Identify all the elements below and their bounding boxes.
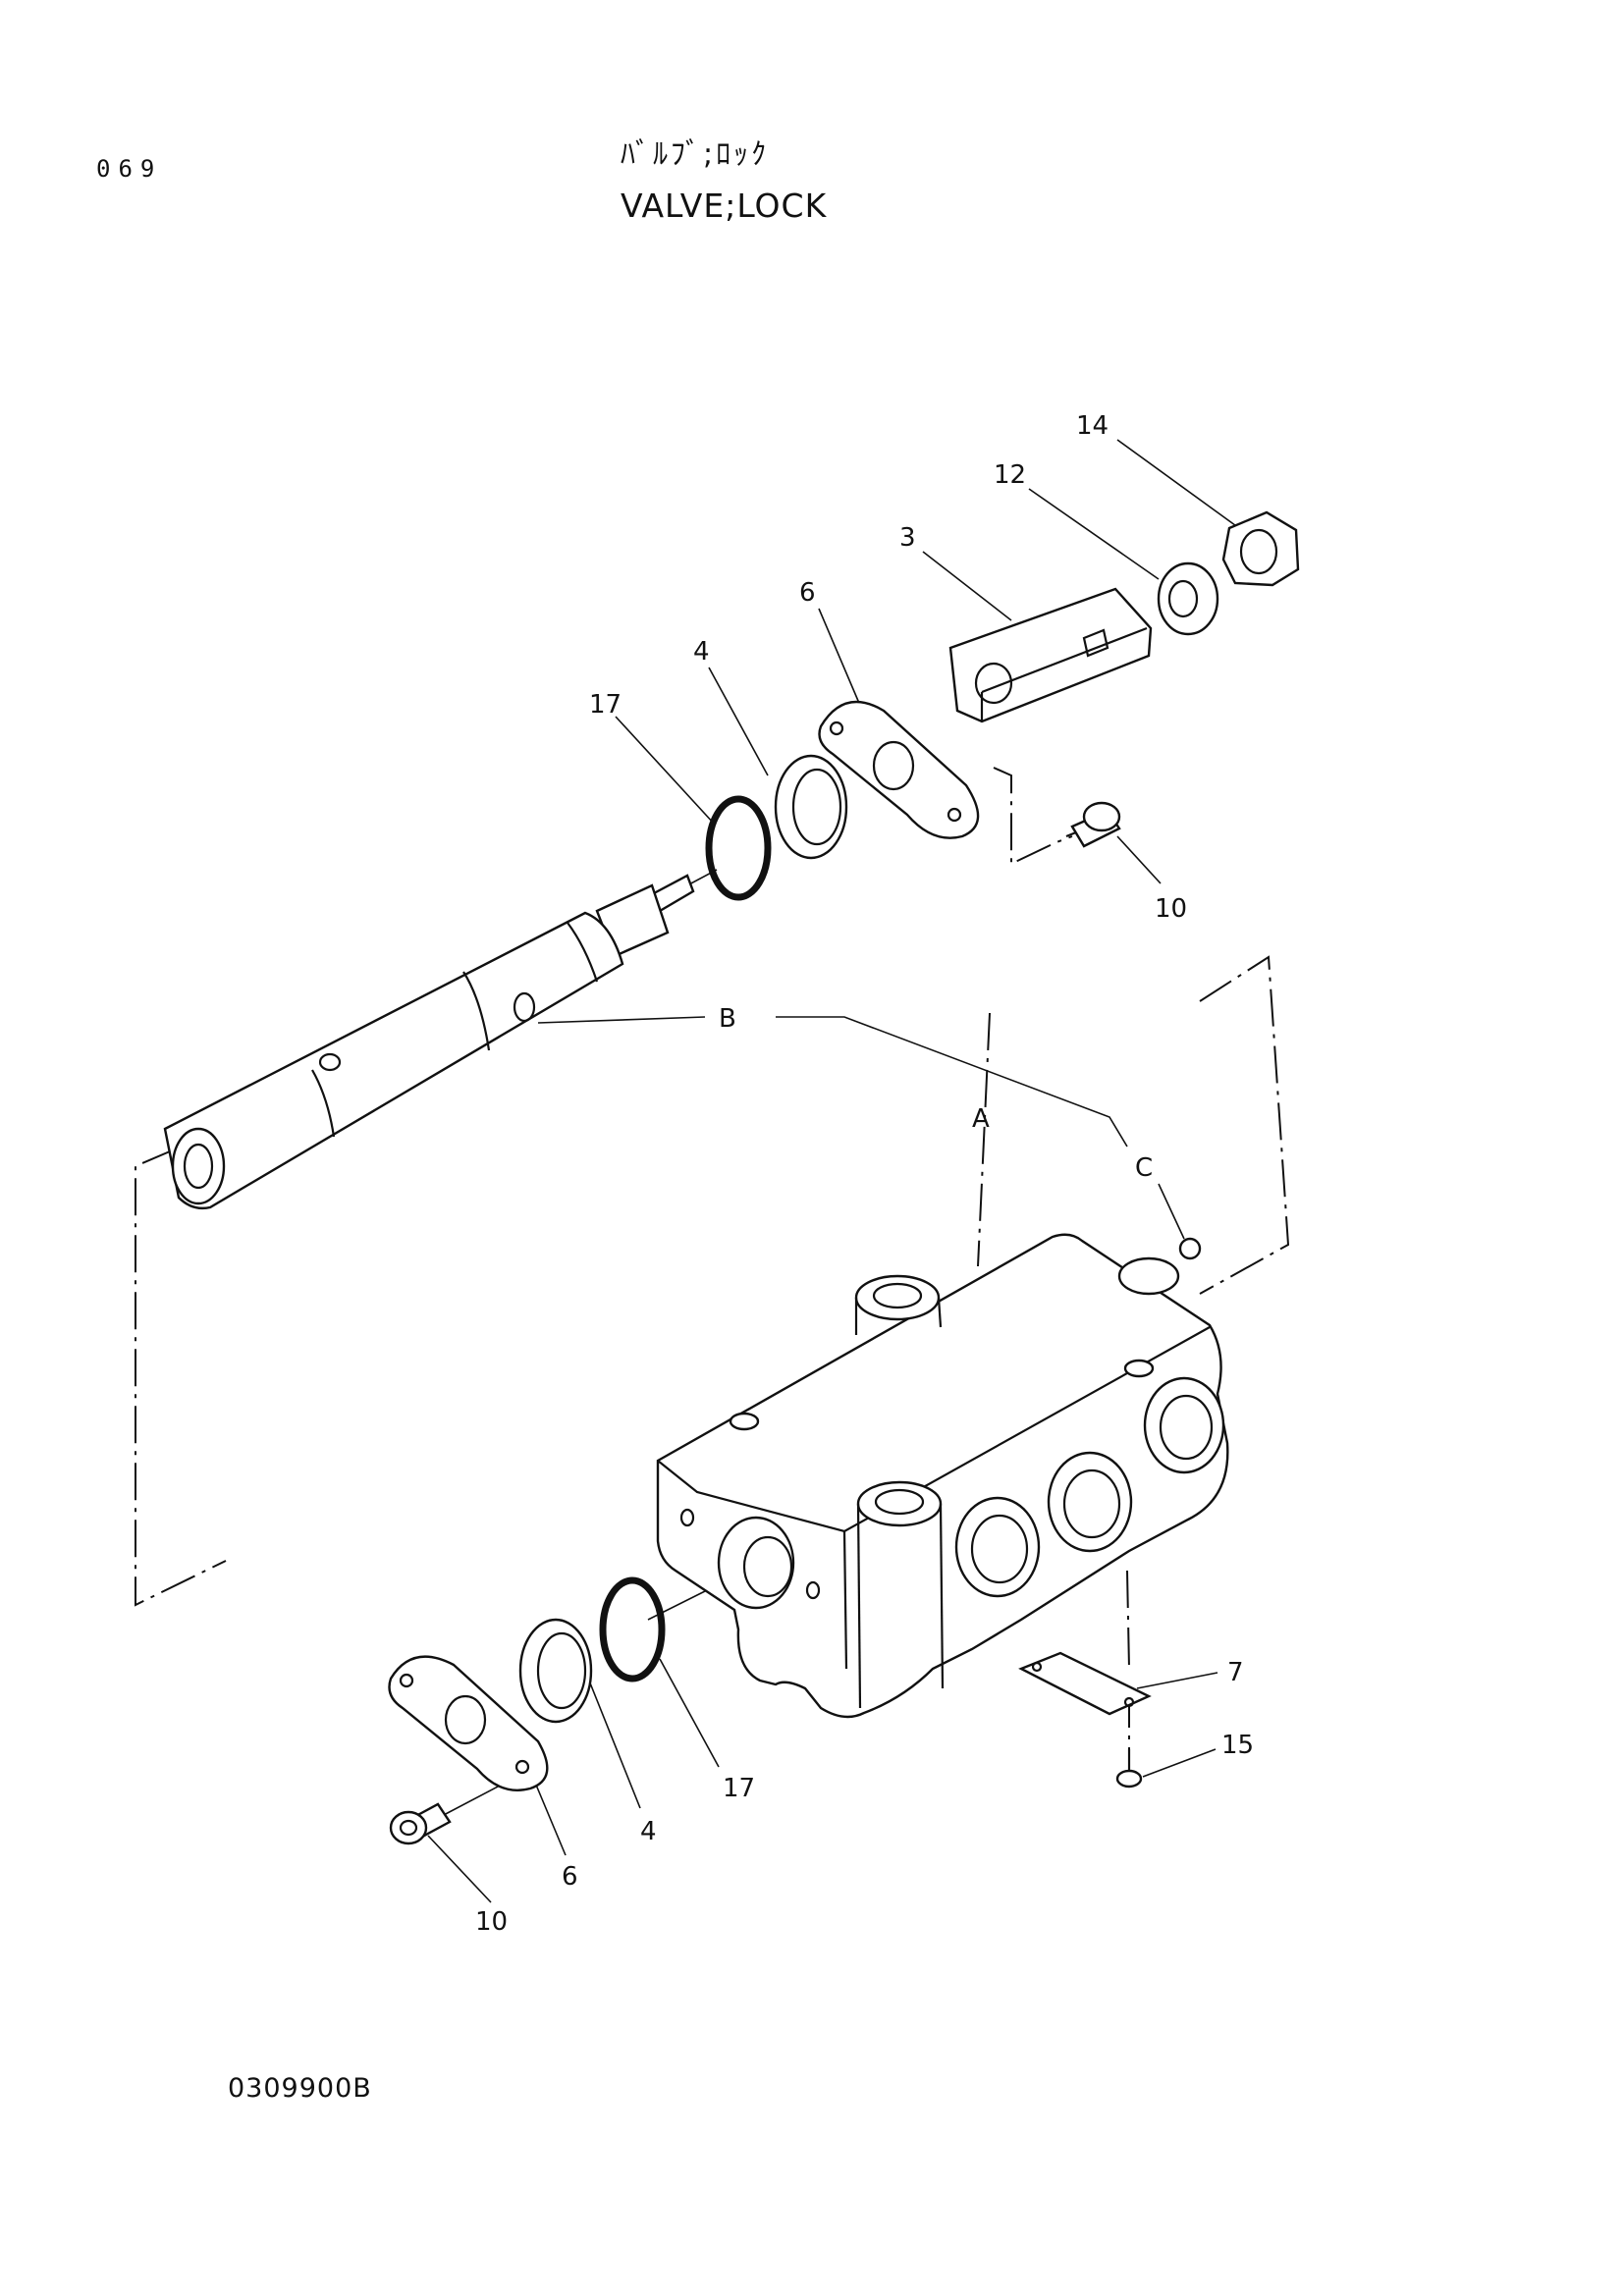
leader-15 xyxy=(1142,1748,1217,1778)
o-ring-17-bottom xyxy=(599,1576,666,1682)
callout-17-top: 17 xyxy=(589,690,622,720)
leader-3 xyxy=(922,551,1012,621)
seal-ring-4-bottom xyxy=(518,1618,593,1724)
leader-4-top xyxy=(708,667,769,776)
leader-10-bot xyxy=(427,1835,492,1903)
flange-6-bottom xyxy=(388,1655,549,1791)
title-japanese: ﾊﾞﾙﾌﾞ;ﾛｯｸ xyxy=(621,137,770,172)
leader-4-bot xyxy=(588,1680,641,1809)
callout-10-bottom: 10 xyxy=(475,1907,508,1937)
center-line-plate xyxy=(1126,1570,1130,1670)
spool xyxy=(163,874,695,1210)
callout-a: A xyxy=(972,1104,990,1134)
callout-10-top: 10 xyxy=(1155,894,1187,924)
callout-17-bottom: 17 xyxy=(723,1774,755,1803)
name-plate-7 xyxy=(1018,1651,1152,1716)
leader-17-top xyxy=(615,716,716,826)
ball-c xyxy=(1178,1237,1202,1260)
leader-b-right xyxy=(776,1016,1128,1148)
callout-14: 14 xyxy=(1076,411,1109,441)
flange-6-top xyxy=(818,700,980,839)
callout-4-bottom: 4 xyxy=(640,1817,657,1846)
callout-c: C xyxy=(1135,1153,1153,1183)
callout-15: 15 xyxy=(1221,1731,1254,1760)
center-line-screw-10-top xyxy=(993,767,1073,866)
snap-ring-12 xyxy=(1157,561,1219,636)
screw-15 xyxy=(1115,1749,1143,1789)
callout-6-top: 6 xyxy=(799,578,816,608)
nut-14 xyxy=(1221,510,1300,587)
callout-7: 7 xyxy=(1227,1658,1244,1687)
screw-10-bottom xyxy=(389,1802,452,1845)
leader-c xyxy=(1158,1183,1185,1240)
page-number: 069 xyxy=(96,155,163,183)
leader-17-bot xyxy=(659,1658,720,1768)
callout-6-bottom: 6 xyxy=(562,1862,578,1892)
title-english: VALVE;LOCK xyxy=(621,187,828,225)
leader-12 xyxy=(1028,488,1160,580)
lever-3 xyxy=(948,587,1153,723)
phantom-line-housing-right xyxy=(1199,955,1290,1295)
leader-6-top xyxy=(818,608,865,716)
callout-3: 3 xyxy=(899,523,916,553)
leader-7 xyxy=(1136,1672,1218,1689)
seal-ring-4-top xyxy=(774,754,848,860)
phantom-line-spool-left xyxy=(135,1148,227,1607)
center-line-a xyxy=(977,1012,991,1267)
callout-b: B xyxy=(719,1004,736,1034)
o-ring-17-top xyxy=(705,795,772,901)
callout-12: 12 xyxy=(994,460,1026,490)
leader-b-left xyxy=(537,1016,706,1024)
callout-4-top: 4 xyxy=(693,637,710,667)
leader-10-top xyxy=(1116,835,1162,884)
leader-14 xyxy=(1116,439,1240,529)
drawing-code: 0309900B xyxy=(228,2073,372,2104)
screw-10-top xyxy=(1065,801,1121,848)
valve-housing xyxy=(656,1233,1229,1719)
